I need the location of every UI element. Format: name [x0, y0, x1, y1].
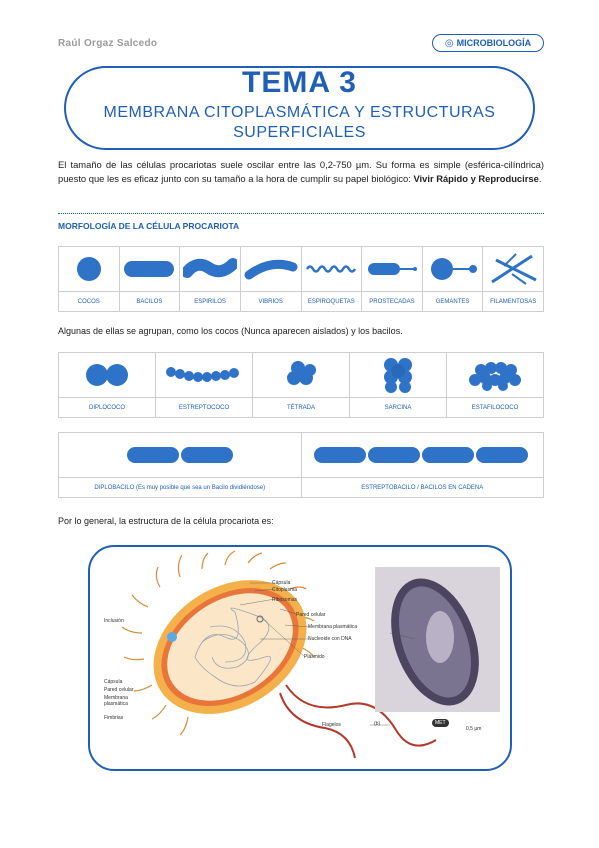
diplococcus-icon: [86, 364, 128, 386]
shape-cell: ESPIRILOS: [180, 247, 241, 311]
bacilli-group-cell: DIPLOBACILO (Es muy posible que sea un B…: [59, 433, 302, 497]
bacilli-groups-grid: DIPLOBACILO (Es muy posible que sea un B…: [58, 432, 544, 498]
brand-badge: ◎ MICROBIOLOGÍA: [432, 34, 544, 52]
streptobacillus-icon: [314, 447, 529, 463]
group-label: DIPLOCOCO: [59, 397, 155, 417]
group-label: ESTREPTOCOCO: [156, 397, 252, 417]
shape-cell: BACILOS: [119, 247, 181, 311]
intro-end: .: [538, 173, 542, 184]
shape-label: ESPIRILOS: [180, 291, 240, 311]
intro-text: El tamaño de las células procariotas sue…: [58, 159, 544, 184]
shape-cell: PROSTECADAS: [362, 247, 423, 311]
met-badge: MET: [432, 719, 449, 727]
label-pared-left: Pared celular: [104, 687, 134, 693]
section-heading-morphology: MORFOLOGÍA DE LA CÉLULA PROCARIOTA: [58, 221, 240, 231]
page-title: TEMA 3: [242, 66, 357, 99]
brand-label: MICROBIOLOGÍA: [456, 38, 532, 48]
label-citoplasma: Citoplasma: [272, 587, 298, 593]
group-cell: SARCINA: [350, 353, 447, 417]
tetrad-icon: [287, 361, 316, 385]
label-pared-celular: Pared celular: [296, 612, 326, 618]
label-fimbrias: Fimbrias: [104, 715, 124, 721]
shape-label: PROSTECADAS: [362, 291, 422, 311]
panel-label: (b): [374, 721, 381, 727]
shape-cell: ESPIROQUETAS: [301, 247, 363, 311]
sarcina-icon: [384, 358, 412, 393]
label-plasmido: Plásmido: [304, 654, 325, 660]
shape-label: BACILOS: [119, 291, 180, 311]
group-cell: ESTAFILOCOCO: [447, 353, 543, 417]
shape-label: COCOS: [59, 291, 119, 311]
coccus-icon: [76, 257, 101, 281]
diplobacillus-icon: [126, 447, 233, 463]
section-divider: [58, 213, 544, 214]
intro-paragraph: El tamaño de las células procariotas sue…: [58, 158, 544, 186]
vibrio-icon: [244, 259, 298, 280]
shape-cell: COCOS: [59, 247, 120, 311]
intro-bold: Vivir Rápido y Reproducirse: [413, 173, 539, 184]
title-frame: [64, 66, 535, 150]
budding-icon: [430, 258, 477, 280]
shape-label: VIBRIOS: [240, 291, 301, 311]
microscope-icon: ◎: [444, 37, 454, 49]
label-membrana-left: Membrana plasmática: [104, 695, 128, 707]
shape-label: GEMANTES: [422, 291, 483, 311]
grouping-sentence: Algunas de ellas se agrupan, como los co…: [58, 326, 403, 336]
label-capsula: Cápsula: [272, 580, 291, 586]
scale-label: 0,5 µm: [466, 726, 482, 732]
shape-cell: FILAMENTOSAS: [483, 247, 543, 311]
shape-label: FILAMENTOSAS: [483, 291, 543, 311]
prosthecate-icon: [367, 263, 417, 275]
bacillus-icon: [124, 261, 175, 277]
author-name: Raúl Orgaz Salcedo: [58, 38, 158, 49]
shape-cell: GEMANTES: [422, 247, 484, 311]
label-flagelos: Flagelos: [322, 722, 341, 728]
label-inclusion: Inclusión: [104, 618, 124, 624]
cell-diagram-icon: [121, 550, 500, 759]
staphylococcus-icon: [469, 362, 521, 391]
bacilli-group-label: DIPLOBACILO (Es muy posible que sea un B…: [59, 477, 301, 497]
cocci-groups-grid: DIPLOCOCO ESTREPTOCOCO TÉTRADA SARCINA E…: [58, 352, 544, 418]
cell-structure-figure: Cápsula Citoplasma Ribosomas Pared celul…: [88, 545, 512, 771]
spirillum-icon: [183, 258, 238, 278]
page-subtitle-line1: MEMBRANA CITOPLASMÁTICA Y ESTRUCTURAS: [103, 104, 496, 121]
spirochete-icon: [306, 265, 357, 273]
group-label: SARCINA: [350, 397, 446, 417]
group-label: TÉTRADA: [253, 397, 349, 417]
bacilli-group-cell: ESTREPTOBACILO / BACILOS EN CADENA: [301, 433, 543, 497]
group-cell: ESTREPTOCOCO: [156, 353, 253, 417]
shape-label: ESPIROQUETAS: [301, 291, 362, 311]
group-cell: DIPLOCOCO: [59, 353, 156, 417]
shape-cell: VIBRIOS: [240, 247, 302, 311]
bacilli-group-label: ESTREPTOBACILO / BACILOS EN CADENA: [301, 477, 543, 497]
group-label: ESTAFILOCOCO: [447, 397, 543, 417]
morphology-grid: COCOS BACILOS ESPIRILOS VIBRIOS ESPIROQU…: [58, 246, 544, 312]
group-cell: TÉTRADA: [253, 353, 350, 417]
label-ribosomas: Ribosomas: [272, 597, 298, 603]
label-nucleoide: Nucleoide con DNA: [308, 636, 352, 642]
page-subtitle-line2: SUPERFICIALES: [233, 124, 366, 141]
label-capsula-left: Cápsula: [104, 679, 123, 685]
streptococcus-icon: [166, 367, 239, 382]
label-membrana: Membrana plasmática: [308, 624, 358, 630]
structure-sentence: Por lo general, la estructura de la célu…: [58, 516, 274, 526]
filamentous-icon: [491, 253, 537, 285]
